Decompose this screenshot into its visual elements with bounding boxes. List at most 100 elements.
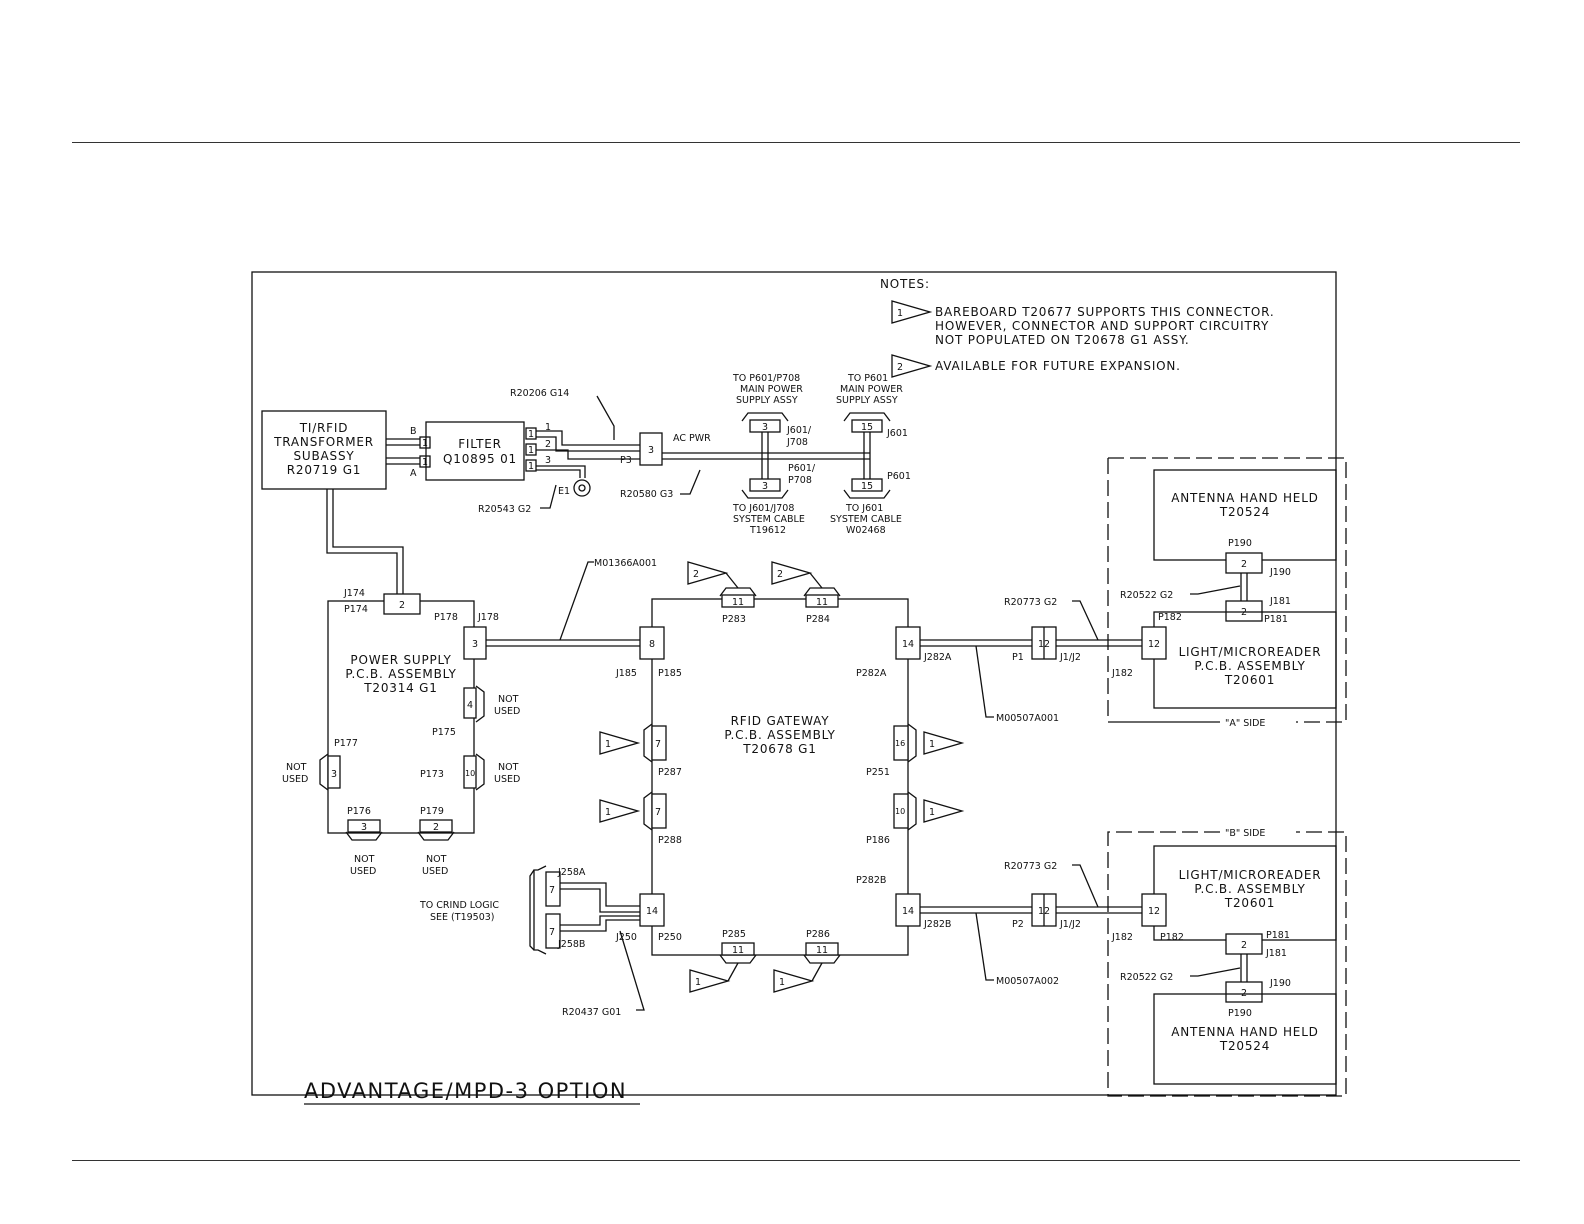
p173-not-used-b: USED [494, 774, 520, 785]
p186-connector [893, 793, 909, 829]
p2-label: P2 [1012, 919, 1024, 930]
b-antenna-box [1153, 993, 1337, 1085]
r20773-label-a: R20773 G2 [1004, 597, 1057, 608]
note-1-line-1: BAREBOARD T20677 SUPPORTS THIS CONNECTOR… [935, 305, 1274, 319]
note-1-flag-icon [689, 969, 731, 993]
j601-pins: 15 [861, 422, 873, 433]
p186-label: P186 [866, 835, 890, 846]
a-p181-label: P181 [1264, 614, 1288, 625]
crind-label-1: TO CRIND LOGIC [419, 900, 499, 911]
a-p181-connector [1225, 600, 1263, 622]
m01366-label: M01366A001 [594, 558, 657, 569]
note-1-line-3: NOT POPULATED ON T20678 G1 ASSY. [935, 333, 1190, 347]
p251-connector [893, 725, 909, 761]
transformer-label-3: SUBASSY [293, 449, 354, 463]
p285-pins: 11 [732, 945, 744, 956]
p176-not-used-b: USED [350, 866, 376, 877]
p601-label: P601 [887, 471, 911, 482]
p185-label: P185 [658, 668, 682, 679]
p284-label: P284 [806, 614, 830, 625]
a-side-cable: 12 P1 J1/J2 R20773 G2 M00507A001 [920, 597, 1150, 724]
j601-j708-pins: 3 [762, 422, 768, 433]
b-p182-pins: 12 [1148, 906, 1160, 917]
wire-b-label: B [410, 426, 417, 437]
p176-connector [347, 819, 381, 833]
to-p601-l2: MAIN POWER [840, 384, 903, 395]
p284-pins: 11 [816, 597, 828, 608]
j258b-pins: 7 [549, 927, 555, 938]
b-p181-connector [1225, 933, 1263, 955]
note-2-flag-icon [687, 561, 729, 585]
a-p190-pins: 2 [1241, 559, 1247, 570]
crind-label-2: SEE (T19503) [430, 912, 495, 923]
a-light-label-3: T20601 [1224, 673, 1275, 687]
j174-label: J174 [343, 588, 365, 599]
r20437-label: R20437 G01 [562, 1007, 621, 1018]
transformer-label-2: TRANSFORMER [273, 435, 374, 449]
p283-pins: 11 [732, 597, 744, 608]
a-side-assembly: "A" SIDE ANTENNA HAND HELD T20524 P190 2… [1107, 457, 1347, 729]
p179-label: P179 [420, 806, 444, 817]
p185-connector [639, 626, 665, 660]
p177-label: P177 [334, 738, 358, 749]
bottom-rule [72, 1160, 1520, 1161]
filter-label-2: Q10895 01 [443, 452, 517, 466]
filter-conn-3: 1 [528, 461, 534, 472]
p601-p708-pins: 3 [762, 481, 768, 492]
p1-pins: 12 [1038, 639, 1050, 650]
note-2-number: 2 [897, 362, 903, 373]
p3-connector [639, 432, 663, 466]
p174-label: P174 [344, 604, 368, 615]
ground-terminal-icon [573, 479, 591, 497]
p179-connector [419, 819, 453, 833]
notes-heading: NOTES: [880, 277, 930, 291]
p179-pins: 2 [433, 822, 439, 833]
b-p182-connector [1141, 893, 1167, 927]
p286-connector [805, 942, 839, 956]
p288-label: P288 [658, 835, 682, 846]
b-antenna-label-1: ANTENNA HAND HELD [1171, 1025, 1318, 1039]
a-p190-connector [1225, 552, 1263, 574]
j174-connector [383, 593, 421, 615]
p186-note-ref: 1 [929, 807, 935, 818]
p284-note-ref: 2 [777, 569, 783, 580]
a-p182-connector [1141, 626, 1167, 660]
j1-j2-label-b: J1/J2 [1059, 919, 1081, 930]
j282a-label: J282A [923, 652, 952, 663]
filter-pin-3: 3 [545, 455, 551, 466]
to-p601-p708-l3: SUPPLY ASSY [736, 395, 798, 406]
p287-pins: 7 [655, 739, 661, 750]
p173-label: P173 [420, 769, 444, 780]
j601-label: J601 [886, 428, 908, 439]
p601-p708-connector [749, 478, 781, 492]
r20206-label: R20206 G14 [510, 388, 569, 399]
filter-label-1: FILTER [458, 437, 502, 451]
wire-a-label: A [410, 468, 417, 479]
j601-j708-label-a: J601/ [786, 425, 812, 436]
p286-note-ref: 1 [779, 977, 785, 988]
p250-label: P250 [658, 932, 682, 943]
j601-j708-connector [749, 419, 781, 433]
j601-connector [851, 419, 883, 433]
r20580-label: R20580 G3 [620, 489, 673, 500]
transformer-conn-a: 1 [422, 457, 428, 468]
b-r20522-label: R20522 G2 [1120, 972, 1173, 983]
j1-j2-label-a: J1/J2 [1059, 652, 1081, 663]
p283-label: P283 [722, 614, 746, 625]
p282b-label: P282B [856, 875, 886, 886]
notes-block: NOTES: 1 BAREBOARD T20677 SUPPORTS THIS … [880, 277, 1274, 378]
rfid-gateway-pcb: RFID GATEWAY P.C.B. ASSEMBLY T20678 G1 8… [419, 561, 965, 1018]
note-1-flag-icon [773, 969, 815, 993]
ps-label-3: T20314 G1 [363, 681, 437, 695]
to-j601-j708-l2: SYSTEM CABLE [733, 514, 805, 525]
b-p190-connector [1225, 981, 1263, 1003]
p2-pins: 12 [1038, 906, 1050, 917]
to-j601-j708-l1: TO J601/J708 [732, 503, 794, 514]
diagram-title: ADVANTAGE/MPD-3 OPTION [304, 1079, 627, 1103]
to-p601-p708-l1: TO P601/P708 [732, 373, 800, 384]
filter-pin-1: 1 [545, 422, 551, 433]
j258a-pins: 7 [549, 885, 555, 896]
transformer-conn-b: 1 [422, 438, 428, 449]
p250-pins: 14 [646, 906, 658, 917]
b-p182-label: P182 [1160, 932, 1184, 943]
